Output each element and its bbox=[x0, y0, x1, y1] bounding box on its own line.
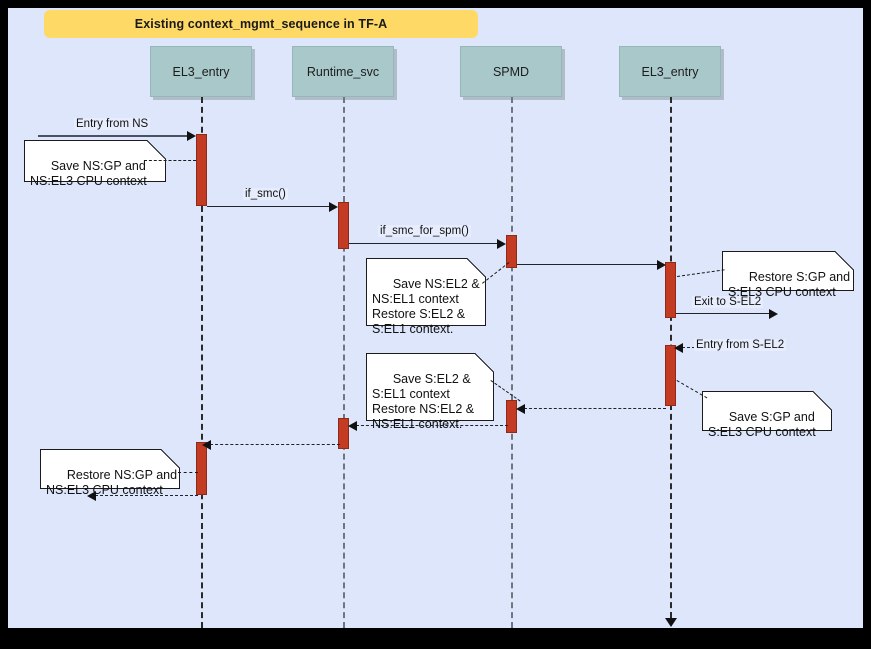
lifeline-header-runtime-svc[interactable]: Runtime_svc bbox=[292, 46, 394, 97]
message-line-spmd-to-runtime-svc bbox=[356, 425, 508, 426]
message-line-exit-to-s-el2 bbox=[676, 313, 771, 314]
message-arrow-spmd-to-runtime-svc-icon bbox=[348, 421, 357, 431]
note-text-1: Save NS:GP and NS:EL3 CPU context bbox=[30, 159, 147, 188]
lifeline-header-el3-entry-left[interactable]: EL3_entry bbox=[150, 46, 252, 97]
activation-spmd-1 bbox=[506, 235, 517, 268]
message-arrow-entry-from-s-el2-icon bbox=[674, 343, 683, 353]
message-arrow-if-smc-for-spm-icon bbox=[497, 239, 506, 249]
note-anchor-6 bbox=[178, 472, 198, 473]
activation-el3-entry-right-1 bbox=[665, 262, 676, 318]
message-line-if-smc-for-spm bbox=[349, 243, 498, 244]
message-arrow-exit-to-ns-icon bbox=[87, 491, 96, 501]
note-fold-corner-icon bbox=[467, 258, 486, 277]
note-anchor-3 bbox=[677, 269, 725, 277]
activation-spmd-2 bbox=[506, 400, 517, 433]
message-line-exit-to-ns bbox=[95, 495, 198, 496]
note-anchor-1 bbox=[144, 160, 196, 161]
message-label-if-smc-for-spm: if_smc_for_spm() bbox=[378, 225, 471, 237]
note-save-s-el2-el1-restore-ns: Save S:EL2 & S:EL1 context Restore NS:EL… bbox=[366, 353, 494, 431]
note-fold-corner-icon bbox=[147, 140, 166, 159]
activation-el3-entry-left-2 bbox=[196, 442, 207, 495]
note-text-3: Restore S:GP and S:EL3 CPU context bbox=[728, 270, 851, 299]
note-anchor-4 bbox=[490, 380, 521, 402]
diagram-canvas: Existing context_mgmt_sequence in TF-A E… bbox=[8, 8, 863, 628]
message-arrow-exit-to-s-el2-icon bbox=[769, 309, 778, 319]
message-line-entry-from-ns bbox=[38, 135, 188, 137]
note-save-ns-el2-el1-restore-s: Save NS:EL2 & NS:EL1 context Restore S:E… bbox=[366, 258, 486, 336]
message-line-runtime-svc-to-el3-left bbox=[210, 444, 340, 445]
message-label-entry-from-s-el2: Entry from S-EL2 bbox=[694, 339, 787, 351]
lifeline-spmd bbox=[511, 97, 513, 628]
message-label-entry-from-ns: Entry from NS bbox=[74, 118, 151, 130]
note-fold-corner-icon bbox=[835, 251, 854, 270]
lifeline-header-spmd[interactable]: SPMD bbox=[460, 46, 562, 97]
message-label-exit-to-s-el2: Exit to S-EL2 bbox=[692, 296, 764, 308]
note-anchor-2 bbox=[482, 262, 510, 284]
message-arrow-el3-right-to-spmd-icon bbox=[516, 404, 525, 414]
message-arrow-entry-from-ns-icon bbox=[187, 131, 196, 141]
message-label-if-smc: if_smc() bbox=[243, 188, 288, 200]
note-fold-corner-icon bbox=[813, 391, 832, 410]
note-save-ns-gp-el3-context: Save NS:GP and NS:EL3 CPU context bbox=[24, 140, 166, 188]
note-fold-corner-icon bbox=[161, 449, 180, 468]
note-text-5: Save S:GP and S:EL3 CPU context bbox=[708, 410, 816, 439]
activation-el3-entry-left-1 bbox=[196, 134, 207, 206]
message-arrow-runtime-svc-to-el3-left-icon bbox=[202, 440, 211, 450]
activation-runtime-svc-1 bbox=[338, 202, 349, 249]
lifeline-header-el3-entry-right[interactable]: EL3_entry bbox=[619, 46, 721, 97]
lifeline-runtime-svc bbox=[343, 97, 345, 628]
message-line-el3-right-to-spmd bbox=[524, 408, 666, 409]
message-arrow-if-smc-icon bbox=[329, 202, 338, 212]
message-line-if-smc bbox=[207, 206, 330, 207]
note-anchor-5 bbox=[676, 380, 708, 399]
activation-el3-entry-right-2 bbox=[665, 345, 676, 406]
note-text-6: Restore NS:GP and NS:EL3 CPU context bbox=[46, 468, 178, 497]
note-save-s-gp-el3-context: Save S:GP and S:EL3 CPU context bbox=[702, 391, 832, 439]
message-line-spmd-to-el3-right bbox=[517, 264, 659, 265]
diagram-title-banner: Existing context_mgmt_sequence in TF-A bbox=[44, 10, 478, 38]
lifeline-terminator-arrow-icon bbox=[665, 618, 677, 627]
message-arrow-spmd-to-el3-right-icon bbox=[657, 260, 666, 270]
note-text-2: Save NS:EL2 & NS:EL1 context Restore S:E… bbox=[372, 277, 480, 336]
lifeline-el3-entry-left bbox=[201, 97, 203, 628]
note-text-4: Save S:EL2 & S:EL1 context Restore NS:EL… bbox=[372, 372, 475, 431]
note-restore-ns-gp-el3-context: Restore NS:GP and NS:EL3 CPU context bbox=[40, 449, 180, 497]
activation-runtime-svc-2 bbox=[338, 418, 349, 449]
note-fold-corner-icon bbox=[475, 353, 494, 372]
note-restore-s-gp-el3-context: Restore S:GP and S:EL3 CPU context bbox=[722, 251, 854, 299]
